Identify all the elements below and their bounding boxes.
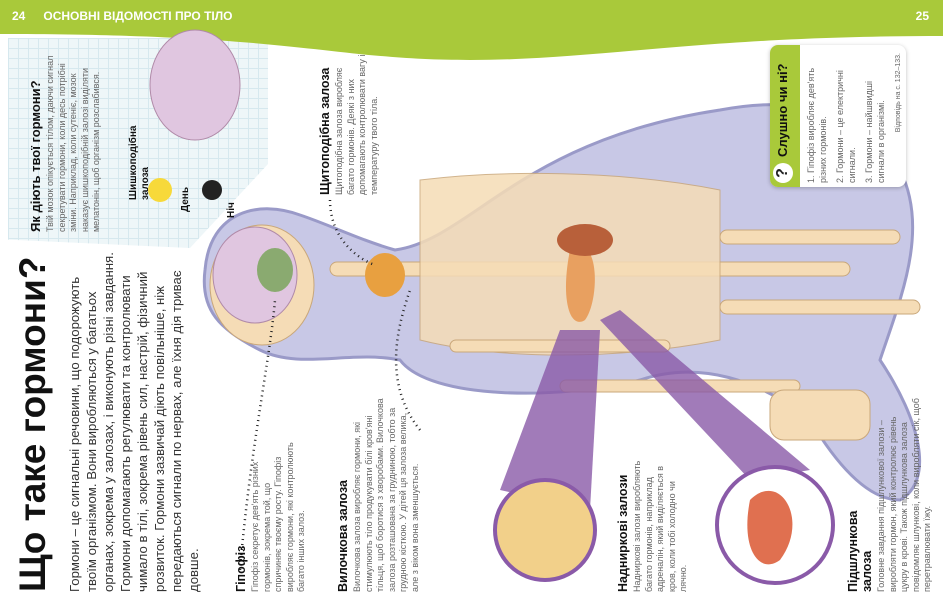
quiz-answer: Відповідь на с. 132–133.: [895, 53, 902, 133]
right-page-number: 25: [915, 9, 929, 23]
sun-icon: [148, 178, 172, 202]
quiz-heading: Слушно чи ні?: [775, 63, 790, 157]
how-text: Твій мозок опікується тілом, даючи сигна…: [45, 55, 101, 232]
pancreas-organ: [565, 246, 595, 322]
quiz-header: ? Слушно чи ні?: [773, 49, 793, 183]
gland-thymus: Вилочкова залоза Вилочкова залоза виробл…: [336, 397, 421, 592]
section-title: ОСНОВНІ ВІДОМОСТІ ПРО ТІЛО: [43, 9, 233, 23]
quiz-item: 3. Гормони – найшвидші сигнали в організ…: [864, 81, 886, 183]
moon-icon: [202, 180, 222, 200]
night-label: Ніч: [226, 202, 237, 218]
left-page-number: 24: [12, 9, 26, 23]
gland-heading: Надниркові залози: [616, 474, 630, 592]
quiz-item: 1. Гіпофіз виробляє дев'ять різних гормо…: [806, 67, 828, 183]
gland-text: Гіпофіз секретує дев'ять різних гормонів…: [250, 442, 306, 592]
gland-text: Надниркові залози виробляють багато горм…: [632, 460, 688, 592]
page-title: Що таке гормони?: [12, 256, 53, 592]
gland-thyroid: Щитоподібна залоза Щитоподібна залоза ви…: [318, 45, 380, 195]
thyroid: [365, 253, 405, 297]
gland-heading: Вилочкова залоза: [336, 480, 350, 592]
question-icon: ?: [773, 163, 793, 183]
intro-text: Гормони – це сигнальні речовини, що подо…: [67, 252, 201, 592]
pineal-label: Шишкоподібна залоза: [128, 125, 151, 200]
gland-heading: Гіпофіз: [234, 545, 248, 592]
how-heading: Як діють твої гормони?: [28, 80, 43, 232]
adrenal-zoom: [493, 478, 597, 582]
page-header: 24 ОСНОВНІ ВІДОМОСТІ ПРО ТІЛО 25: [0, 0, 943, 34]
gland-heading: Щитоподібна залоза: [318, 67, 332, 195]
quiz-items: 1. Гіпофіз виробляє дев'ять різних гормо…: [806, 53, 905, 183]
gland-heading: Підшлункова залоза: [846, 510, 874, 592]
gland-text: Вилочкова залоза виробляє гормони, які с…: [352, 398, 420, 592]
gland-pituitary: Гіпофіз Гіпофіз секретує дев'ять різних …: [234, 442, 308, 592]
quiz-item: 2. Гормони – це електричні сигнали.: [835, 70, 857, 183]
gland-adrenal: Надниркові залози Надниркові залози виро…: [616, 452, 690, 592]
true-false-quiz: ? Слушно чи ні? 1. Гіпофіз виробляє дев'я…: [770, 45, 906, 187]
how-hormones-work: Як діють твої гормони? Твій мозок опікує…: [28, 42, 103, 232]
adrenal-organ: [557, 224, 613, 256]
gland-pancreas: Підшлункова залоза Головне завдання підш…: [846, 397, 934, 592]
day-label: День: [180, 187, 191, 212]
gland-text: Щитоподібна залоза виробляє багато гормо…: [334, 54, 379, 195]
gland-text: Головне завдання підшлункової залози – в…: [876, 398, 932, 592]
